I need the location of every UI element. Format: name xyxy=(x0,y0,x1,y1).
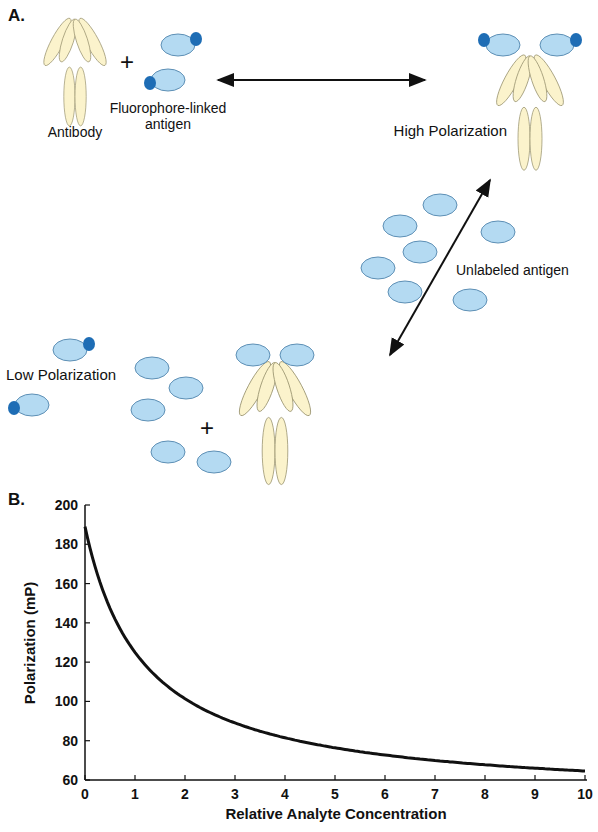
fluorophore xyxy=(478,33,490,47)
tick-label: 100 xyxy=(55,693,78,709)
tick-mark xyxy=(134,775,135,780)
tick-label: 60 xyxy=(62,772,78,788)
antigen xyxy=(481,221,515,243)
tick-mark xyxy=(234,775,235,780)
antigen xyxy=(236,344,270,366)
diagram-label: Low Polarization xyxy=(6,366,116,383)
tick-label: 7 xyxy=(431,786,439,802)
tick-mark xyxy=(85,583,90,584)
panel-letter: A. xyxy=(8,6,25,26)
antigen xyxy=(151,441,185,463)
tick-mark xyxy=(85,504,90,505)
tick-label: 160 xyxy=(55,576,78,592)
antigen xyxy=(161,34,195,56)
tick-label: 1 xyxy=(131,786,139,802)
plus-sign: + xyxy=(200,414,214,442)
tick-mark xyxy=(184,775,185,780)
antigen xyxy=(361,257,395,279)
antigen xyxy=(135,357,169,379)
fluorophore xyxy=(570,33,582,47)
antigen xyxy=(423,194,457,216)
antigen xyxy=(540,34,574,56)
antigen xyxy=(151,69,185,91)
tick-mark xyxy=(85,779,90,780)
tick-mark xyxy=(584,775,585,780)
diagram-label: High Polarization xyxy=(394,122,507,139)
axis-ticks xyxy=(85,505,585,780)
equilibrium-arrow xyxy=(218,79,425,81)
fluorophore xyxy=(83,337,95,351)
fluorophore xyxy=(144,76,156,90)
tick-mark xyxy=(85,701,90,702)
tick-mark xyxy=(434,775,435,780)
tick-label: 140 xyxy=(55,615,78,631)
tick-mark xyxy=(84,775,85,780)
tick-label: 10 xyxy=(577,786,593,802)
tick-mark xyxy=(484,775,485,780)
antigen xyxy=(453,289,487,311)
tick-label: 8 xyxy=(481,786,489,802)
antigen xyxy=(486,34,520,56)
tick-label: 3 xyxy=(231,786,239,802)
diagram-label: Fluorophore-linked antigen xyxy=(103,100,233,132)
polarization-curve xyxy=(85,527,585,771)
antibody xyxy=(492,52,568,170)
tick-label: 4 xyxy=(281,786,289,802)
diagram-label: Unlabeled antigen xyxy=(456,262,569,278)
y-axis xyxy=(84,505,86,780)
tick-mark xyxy=(85,622,90,623)
tick-mark xyxy=(85,740,90,741)
tick-mark xyxy=(534,775,535,780)
diagram-label: Antibody xyxy=(48,124,102,140)
tick-mark xyxy=(85,662,90,663)
tick-label: 120 xyxy=(55,654,78,670)
tick-label: 9 xyxy=(531,786,539,802)
antigen xyxy=(197,451,231,473)
axis-title: Polarization (mP) xyxy=(21,581,38,704)
antigen xyxy=(15,394,49,416)
tick-label: 6 xyxy=(381,786,389,802)
antigen xyxy=(280,344,314,366)
panel-letter: B. xyxy=(8,490,25,510)
tick-label: 180 xyxy=(55,536,78,552)
antigen xyxy=(131,399,165,421)
fluorophore xyxy=(8,401,20,415)
tick-label: 0 xyxy=(81,786,89,802)
x-axis xyxy=(85,779,587,781)
plus-sign: + xyxy=(120,48,134,76)
antigen xyxy=(169,377,203,399)
tick-label: 200 xyxy=(55,497,78,513)
tick-label: 2 xyxy=(181,786,189,802)
antigen xyxy=(403,241,437,263)
tick-mark xyxy=(284,775,285,780)
antibody xyxy=(39,15,110,125)
tick-mark xyxy=(384,775,385,780)
antigen xyxy=(388,281,422,303)
tick-label: 5 xyxy=(331,786,339,802)
axis-title: Relative Analyte Concentration xyxy=(225,805,446,822)
tick-mark xyxy=(334,775,335,780)
fluorophore xyxy=(190,32,202,46)
antigen xyxy=(383,215,417,237)
antibody xyxy=(234,358,315,484)
tick-label: 80 xyxy=(62,733,78,749)
antigen xyxy=(53,339,87,361)
